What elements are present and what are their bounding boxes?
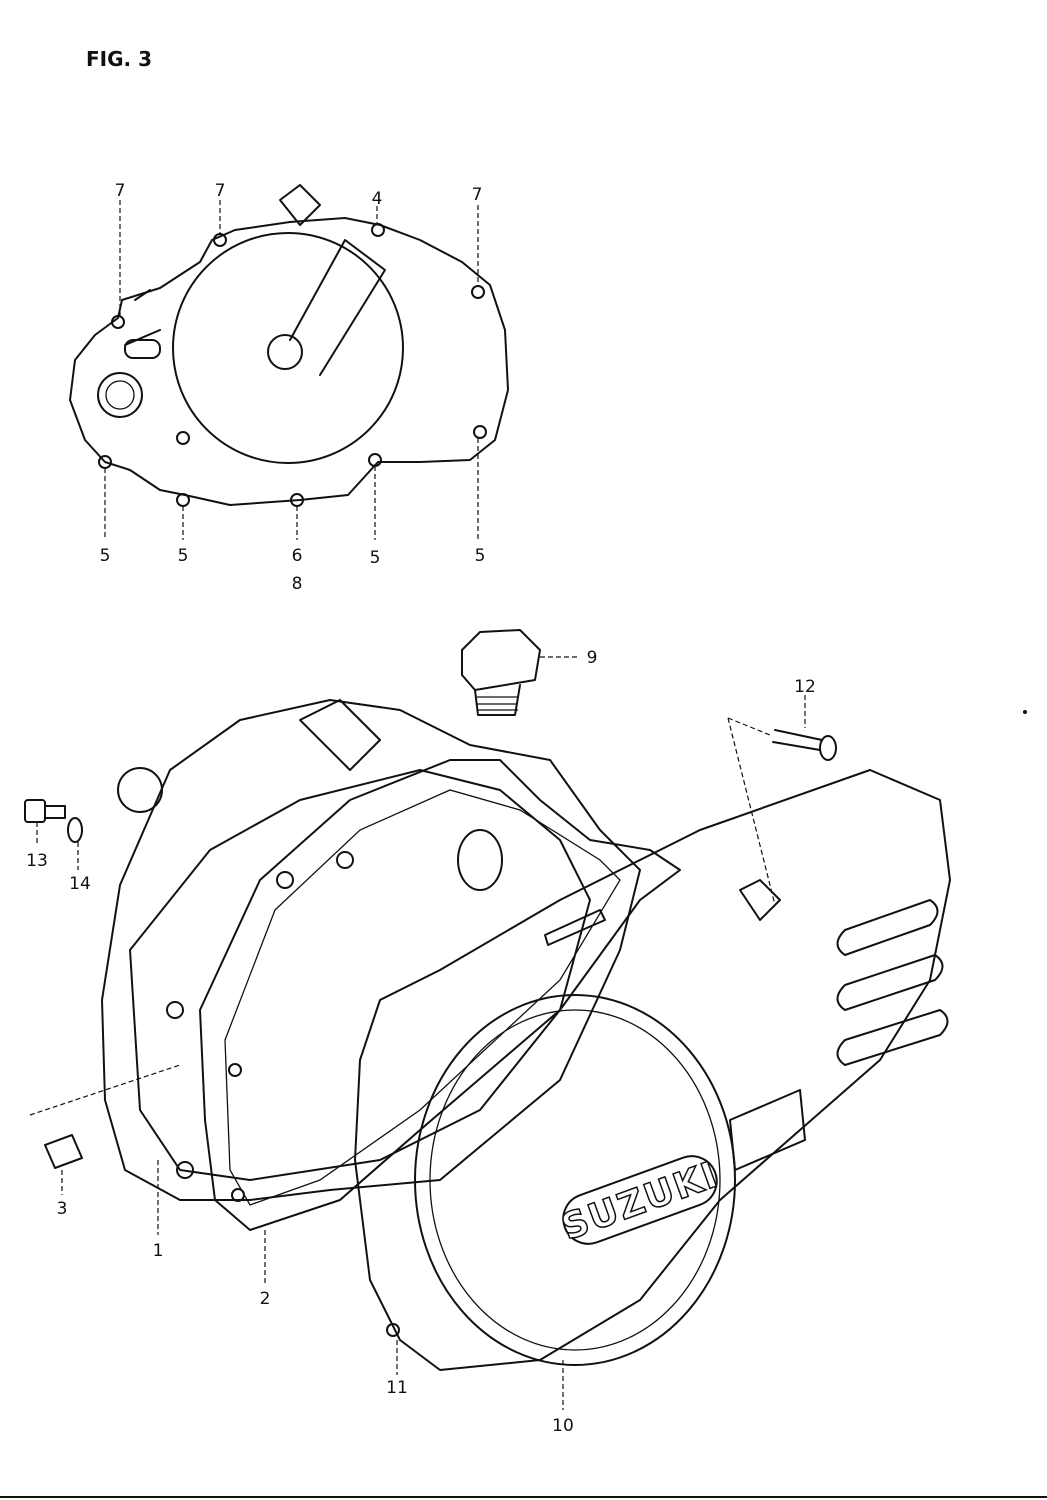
callout-2: 2 bbox=[260, 1289, 271, 1309]
suzuki-logo: SUZUKI bbox=[557, 1154, 725, 1249]
callout-14: 14 bbox=[69, 874, 91, 894]
callout-6: 6 bbox=[292, 546, 303, 566]
magneto-cover: SUZUKI bbox=[354, 769, 951, 1410]
callout-4: 4 bbox=[372, 189, 383, 209]
clutch-cover bbox=[101, 699, 641, 1201]
callout-5: 5 bbox=[475, 546, 486, 566]
callout-5: 5 bbox=[370, 548, 381, 568]
callout-11: 11 bbox=[386, 1378, 408, 1398]
callout-5: 5 bbox=[100, 546, 111, 566]
callout-12: 12 bbox=[794, 677, 816, 697]
callout-1: 1 bbox=[153, 1241, 164, 1261]
oil-filler-cap bbox=[461, 629, 580, 716]
callout-7: 7 bbox=[472, 185, 483, 205]
figure-title: FIG. 3 bbox=[86, 47, 152, 71]
callout-8: 8 bbox=[292, 574, 303, 594]
callout-13: 13 bbox=[26, 851, 48, 871]
clutch-cover-gasket bbox=[69, 184, 509, 507]
bolt-and-washer bbox=[24, 799, 83, 870]
callout-9: 9 bbox=[587, 648, 598, 668]
callout-10: 10 bbox=[552, 1416, 574, 1436]
crankcase-gasket bbox=[199, 759, 681, 1231]
speck bbox=[1023, 710, 1027, 714]
callout-3: 3 bbox=[57, 1199, 68, 1219]
dowel-pin bbox=[29, 1064, 266, 1285]
callout-7: 7 bbox=[115, 181, 126, 201]
leader-lines-top bbox=[104, 200, 479, 540]
callout-5: 5 bbox=[178, 546, 189, 566]
callout-7: 7 bbox=[215, 181, 226, 201]
callout-labels: 7 7 4 7 5 5 6 8 5 5 9 12 13 14 3 1 2 11 … bbox=[26, 181, 816, 1436]
